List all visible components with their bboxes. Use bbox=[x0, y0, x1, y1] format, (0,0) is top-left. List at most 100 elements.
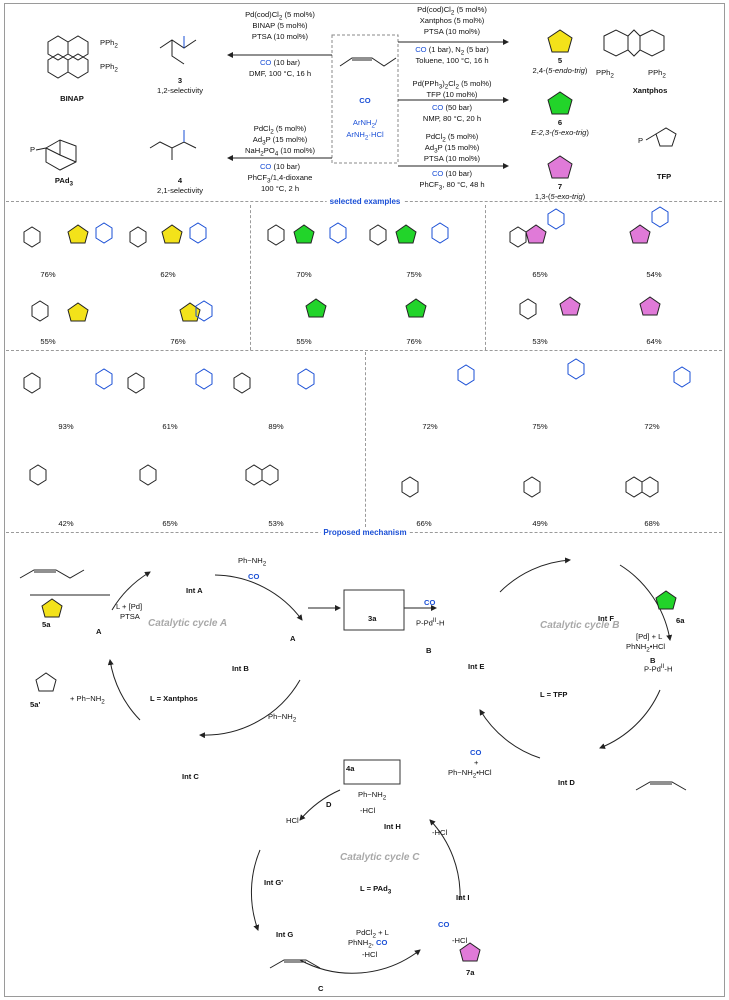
mech-mhcl-right: -HCl bbox=[432, 828, 448, 837]
product-6-number: 6 bbox=[557, 118, 563, 127]
mech-ptsa: PTSA bbox=[120, 612, 140, 621]
r2-base: NaH2PO4 (10 mol%) bbox=[245, 146, 315, 158]
r4-co: CO (50 bar) bbox=[431, 103, 473, 112]
product-5ap: 5a' bbox=[30, 700, 41, 709]
int-e-label: Int E bbox=[468, 662, 485, 671]
mech-plus: + bbox=[474, 758, 479, 767]
yield-r2-4: 76% bbox=[406, 337, 422, 346]
mech-phnh2-c: Ph−NH2 bbox=[268, 712, 297, 724]
cat-c: C bbox=[318, 984, 324, 993]
int-h-label: Int H bbox=[384, 822, 401, 831]
mech-co-c: CO bbox=[438, 920, 450, 929]
yield-r4-4: 66% bbox=[416, 519, 432, 528]
yield-r2-3: 55% bbox=[296, 337, 312, 346]
yield-r1-5: 65% bbox=[532, 270, 548, 279]
mech-lpd: L + [Pd] bbox=[116, 602, 143, 611]
int-c-label: Int C bbox=[182, 772, 199, 781]
cycle-c-ligand: L = PAd3 bbox=[360, 884, 392, 896]
mech-mhcl-7a: -HCl bbox=[452, 936, 468, 945]
int-d-label: Int D bbox=[558, 778, 575, 787]
divider-v3 bbox=[365, 352, 366, 532]
r4-ligand: TFP (10 mol%) bbox=[426, 90, 478, 99]
r2-temp: 100 °C, 2 h bbox=[260, 184, 300, 193]
yield-r3-1: 93% bbox=[58, 422, 74, 431]
r5-catalyst: PdCl2 (5 mol%) bbox=[425, 132, 479, 144]
r3-additive: PTSA (10 mol%) bbox=[423, 27, 481, 36]
binap-pph2-bottom: PPh2 bbox=[100, 62, 118, 74]
xantphos-label: Xantphos bbox=[632, 86, 668, 95]
yield-r3-4: 72% bbox=[422, 422, 438, 431]
product-7-selectivity: 1,3-(5-exo-trig) bbox=[534, 192, 586, 201]
mech-pdl: [Pd] + L bbox=[636, 632, 663, 641]
yield-r2-6: 64% bbox=[646, 337, 662, 346]
r4-catalyst: Pd(PPh3)2Cl2 (5 mol%) bbox=[412, 79, 492, 91]
int-i-label: Int I bbox=[456, 893, 470, 902]
center-amine-hcl: ArNH2·HCl bbox=[346, 130, 384, 142]
mech-phnh2co: PhNH2, CO bbox=[348, 938, 388, 950]
product-3-selectivity: 1,2-selectivity bbox=[156, 86, 204, 95]
divider-v1 bbox=[250, 205, 251, 350]
product-5a: 5a bbox=[42, 620, 51, 629]
mech-phnh2-a: Ph−NH2 bbox=[238, 556, 267, 568]
product-6-selectivity: E-2,3-(5-exo-trig) bbox=[531, 128, 589, 137]
figure-frame bbox=[4, 3, 725, 997]
tfp-structure bbox=[645, 127, 677, 147]
mech-ppdh-right: P-PdII-H bbox=[644, 663, 673, 674]
pad3-p: P bbox=[30, 145, 36, 154]
r5-co: CO (10 bar) bbox=[431, 169, 473, 178]
divider-v2 bbox=[485, 205, 486, 350]
mech-mhcl-d: -HCl bbox=[360, 806, 376, 815]
yield-r3-5: 75% bbox=[532, 422, 548, 431]
yield-r4-2: 65% bbox=[162, 519, 178, 528]
yield-r3-2: 61% bbox=[162, 422, 178, 431]
r1-additive: PTSA (10 mol%) bbox=[251, 32, 309, 41]
r2-ligand: Ad3P (15 mol%) bbox=[252, 135, 308, 147]
mech-phnh2-d: Ph−NH2 bbox=[358, 790, 387, 802]
yield-r2-5: 53% bbox=[532, 337, 548, 346]
center-amine: ArNH2/ bbox=[352, 118, 378, 130]
product-4-selectivity: 2,1-selectivity bbox=[156, 186, 204, 195]
r2-catalyst: PdCl2 (5 mol%) bbox=[253, 124, 307, 136]
yield-r2-1: 55% bbox=[40, 337, 56, 346]
mech-phnhcl: PhNH2•HCl bbox=[626, 642, 666, 654]
r1-solvent: DMF, 100 °C, 16 h bbox=[248, 69, 312, 78]
cat-a-right: A bbox=[290, 634, 296, 643]
xantphos-pph2-left: PPh2 bbox=[596, 68, 614, 80]
cat-b-left: B bbox=[426, 646, 432, 655]
yield-r3-6: 72% bbox=[644, 422, 660, 431]
r1-catalyst: Pd(cod)Cl2 (5 mol%) bbox=[245, 10, 315, 22]
yield-r1-4: 75% bbox=[406, 270, 422, 279]
yield-r4-3: 53% bbox=[268, 519, 284, 528]
product-4a: 4a bbox=[346, 764, 355, 773]
r3-ligand: Xantphos (5 mol%) bbox=[419, 16, 485, 25]
cat-d: D bbox=[326, 800, 332, 809]
yield-r1-6: 54% bbox=[646, 270, 662, 279]
yield-r1-2: 62% bbox=[160, 270, 176, 279]
cycle-a-title: Catalytic cycle A bbox=[148, 618, 228, 629]
yield-r1-1: 76% bbox=[40, 270, 56, 279]
int-gp-label: Int G' bbox=[264, 878, 284, 887]
xantphos-structure bbox=[603, 29, 665, 57]
mech-co-a: CO bbox=[248, 572, 260, 581]
cat-a-left: A bbox=[96, 627, 102, 636]
mech-co-b: CO bbox=[424, 598, 436, 607]
divider-acyclic bbox=[6, 350, 722, 351]
r4-solvent: NMP, 80 °C, 20 h bbox=[422, 114, 482, 123]
binap-structure bbox=[47, 35, 89, 79]
binap-pph2-top: PPh2 bbox=[100, 38, 118, 50]
int-a-label: Int A bbox=[186, 586, 203, 595]
mech-hcl-left: HCl bbox=[286, 816, 299, 825]
yield-r1-3: 70% bbox=[296, 270, 312, 279]
center-co: CO bbox=[359, 96, 371, 105]
int-b-label: Int B bbox=[232, 664, 249, 673]
product-5-number: 5 bbox=[557, 56, 563, 65]
binap-label: BINAP bbox=[60, 94, 84, 103]
r5-ligand: Ad3P (15 mol%) bbox=[424, 143, 480, 155]
r3-catalyst: Pd(cod)Cl2 (5 mol%) bbox=[417, 5, 487, 17]
mech-ppdh-b: P-PdII-H bbox=[416, 617, 445, 628]
r1-ligand: BINAP (5 mol%) bbox=[252, 21, 308, 30]
yield-r2-2: 76% bbox=[170, 337, 186, 346]
mech-phnh2-hcl: Ph−NH2•HCl bbox=[448, 768, 492, 780]
cycle-a-ligand: L = Xantphos bbox=[150, 694, 198, 703]
